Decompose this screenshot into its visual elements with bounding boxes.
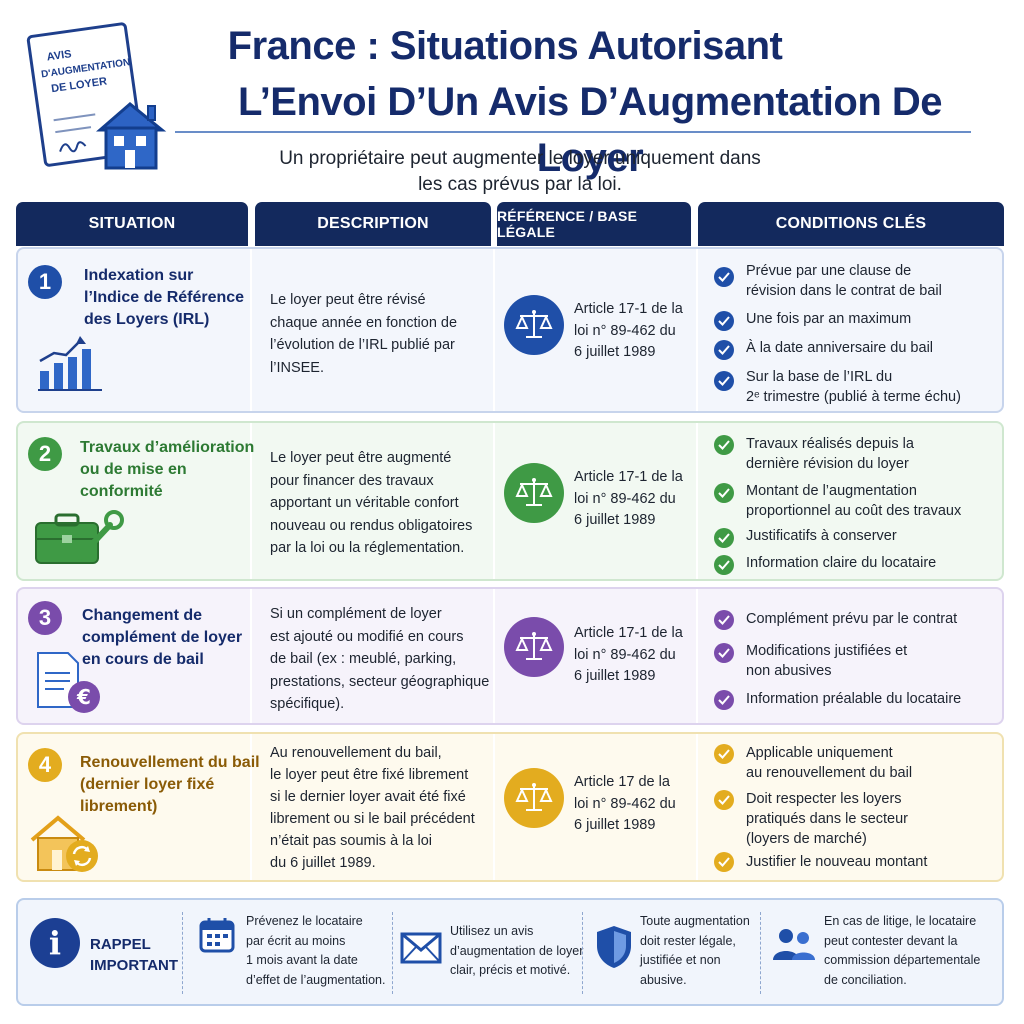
check-icon xyxy=(714,555,734,575)
page-title: France : Situations Autorisant L’Envoi D… xyxy=(227,24,943,180)
check-icon xyxy=(714,690,734,710)
condition-item: À la date anniversaire du bail xyxy=(746,340,934,356)
toolbox-wrench-icon xyxy=(34,507,124,572)
table-row-renouvellement: 4 Renouvellement du bail(dernier loyer f… xyxy=(16,732,1004,882)
condition-item: Justifier le nouveau montant xyxy=(746,854,928,870)
column-header-conditions: CONDITIONS CLÉS xyxy=(698,202,1004,246)
check-icon xyxy=(714,790,734,810)
bar-chart-icon xyxy=(36,335,106,398)
check-icon xyxy=(714,852,734,872)
scales-icon xyxy=(504,295,564,355)
calendar-icon xyxy=(198,916,236,959)
house-renew-icon xyxy=(30,814,102,879)
check-icon xyxy=(714,610,734,630)
row-number-badge: 1 xyxy=(28,265,62,299)
check-icon xyxy=(714,744,734,764)
divider xyxy=(760,912,761,994)
condition-item: Information préalable du locataire xyxy=(746,691,962,707)
title-divider xyxy=(175,131,971,133)
check-icon xyxy=(714,371,734,391)
condition-item: Une fois par an maximum xyxy=(746,311,912,327)
row-number-badge: 3 xyxy=(28,601,62,635)
svg-text:€: € xyxy=(76,685,91,709)
envelope-icon xyxy=(400,932,442,969)
condition-item: Justificatifs à conserver xyxy=(746,528,897,544)
scales-icon xyxy=(504,617,564,677)
condition-item: Information claire du locataire xyxy=(746,555,937,571)
info-icon: i xyxy=(30,918,80,968)
check-icon xyxy=(714,435,734,455)
condition-item: Complément prévu par le contrat xyxy=(746,611,958,627)
column-header-reference: RÉFÉRENCE / BASE LÉGALE xyxy=(497,202,691,246)
scales-icon xyxy=(504,463,564,523)
divider xyxy=(182,912,183,994)
check-icon xyxy=(714,528,734,548)
scales-icon xyxy=(504,768,564,828)
check-icon xyxy=(714,340,734,360)
situation-title: Renouvellement du bail(dernier loyer fix… xyxy=(80,754,260,815)
svg-text:AVIS: AVIS xyxy=(46,48,72,63)
check-icon xyxy=(714,643,734,663)
check-icon xyxy=(714,311,734,331)
check-icon xyxy=(714,483,734,503)
column-header-situation: SITUATION xyxy=(16,202,248,246)
rent-notice-document-icon: AVIS D'AUGMENTATION DE LOYER xyxy=(22,12,172,172)
divider xyxy=(392,912,393,994)
check-icon xyxy=(714,267,734,287)
shield-icon xyxy=(594,924,634,975)
column-header-description: DESCRIPTION xyxy=(255,202,491,246)
page-subtitle: Un propriétaire peut augmenter le loyer … xyxy=(279,148,761,195)
situation-description: Au renouvellement du bail,le loyer peut … xyxy=(270,745,475,871)
divider xyxy=(582,912,583,994)
row-number-badge: 2 xyxy=(28,437,62,471)
people-icon xyxy=(772,926,816,969)
document-euro-icon: € xyxy=(36,651,106,720)
row-number-badge: 4 xyxy=(28,748,62,782)
